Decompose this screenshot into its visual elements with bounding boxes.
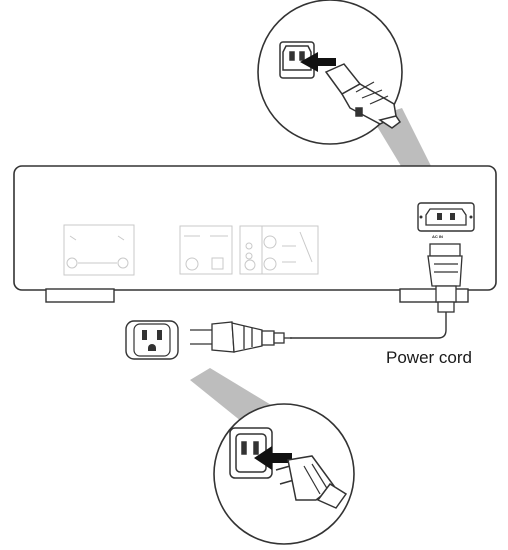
ac-inlet-icon [417, 202, 475, 232]
two-prong-plug-icon [275, 455, 348, 509]
right-foot [399, 288, 469, 303]
ac-inlet-label: AC IN [432, 234, 443, 239]
two-prong-plug-icon [190, 321, 292, 353]
insert-arrow-icon [254, 446, 292, 470]
wall-outlet-icon [229, 427, 273, 479]
bottom-magnifier [213, 403, 355, 545]
analog-output-section [239, 225, 319, 275]
power-cable [290, 312, 447, 339]
top-magnifier [257, 0, 403, 145]
digital-output-section [179, 225, 233, 275]
iec-plug-icon [427, 243, 463, 313]
left-foot [45, 288, 115, 303]
power-cord-label: Power cord [386, 348, 472, 367]
device-rear-panel [13, 165, 497, 303]
input-panel-section [63, 224, 135, 276]
iec-plug-icon [324, 63, 402, 129]
insert-arrow-icon [300, 52, 336, 72]
wall-outlet-icon [125, 320, 179, 360]
